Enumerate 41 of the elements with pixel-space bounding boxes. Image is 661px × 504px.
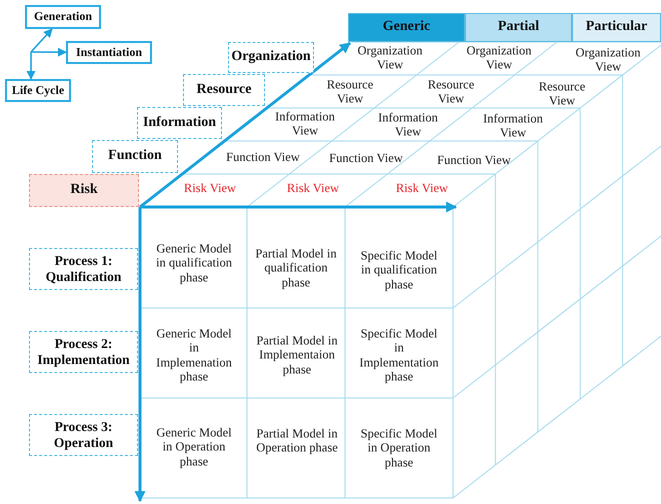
cell-text: Specific Model in qualification phase (360, 248, 438, 292)
view-label: Function View (437, 152, 511, 168)
arrow (26, 52, 36, 80)
process-box: Process 2: Implementation (29, 331, 138, 373)
label-box: Instantiation (66, 41, 152, 64)
header-box: Particular (572, 13, 661, 42)
cell-text: Specific Model in Implementation phase (358, 326, 440, 384)
cell-text: Specific Model in Operation phase (360, 426, 438, 470)
cell-text: Partial Model in Implementaion phase (255, 333, 339, 377)
cell-text: Partial Model in Operation phase (255, 426, 339, 456)
header-box: Partial (465, 13, 572, 42)
arrow (30, 28, 53, 53)
view-label: Risk View (182, 180, 238, 196)
view-label: Risk View (286, 180, 340, 196)
cell-text: Generic Model in Operation phase (155, 425, 233, 469)
view-label: Risk View (394, 180, 450, 196)
view-label: Information View (377, 110, 439, 140)
process-box: Process 1: Qualification (29, 248, 138, 290)
view-label: Organization View (356, 44, 424, 72)
header-box: Generic (348, 13, 465, 42)
process-box: Process 3: Operation (29, 414, 138, 456)
view-label: Resource View (538, 80, 586, 108)
arrow (31, 48, 67, 57)
dimension-box: Risk (29, 174, 139, 207)
cell-text: Generic Model in Implemenation phase (155, 326, 233, 384)
cell-text: Generic Model in qualification phase (154, 241, 234, 285)
view-label: Function View (329, 150, 403, 166)
label-box: Generation (25, 5, 101, 29)
view-label: Organization View (465, 44, 533, 72)
view-label: Information View (274, 110, 336, 138)
dimension-box: Information (137, 107, 222, 139)
dimension-box: Function (92, 140, 178, 173)
view-label: Information View (482, 112, 544, 140)
dimension-box: Resource (183, 74, 265, 106)
view-label: Resource View (326, 78, 374, 106)
view-label: Organization View (574, 46, 642, 74)
dimension-box: Organization (228, 42, 314, 73)
view-label: Function View (226, 150, 300, 164)
view-label: Resource View (426, 78, 476, 106)
cell-text: Partial Model in qualification phase (254, 246, 338, 290)
label-box: Life Cycle (5, 79, 71, 102)
